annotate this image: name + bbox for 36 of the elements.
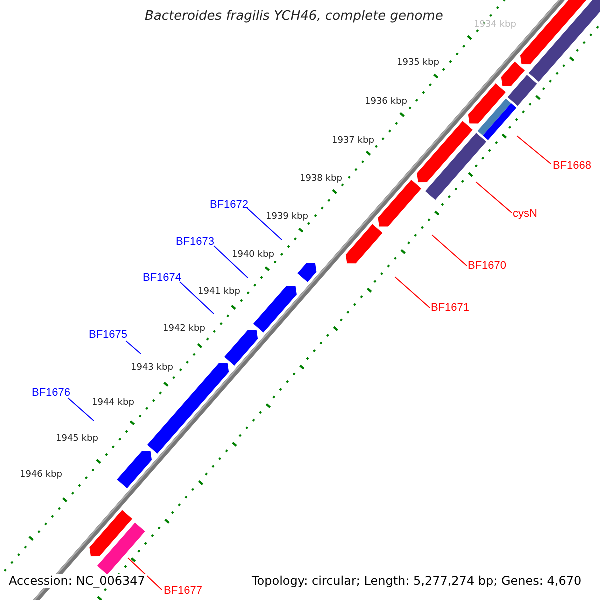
scale-label: 1946 kbp bbox=[20, 471, 62, 480]
footer-text: Accession: NC_006347 bbox=[7, 574, 148, 588]
scale-label: 1937 kbp bbox=[332, 137, 374, 146]
scale-label: 1942 kbp bbox=[163, 325, 206, 334]
scale-label: 1938 kbp bbox=[300, 175, 342, 184]
scale-label: 1940 kbp bbox=[232, 251, 274, 260]
gene-label: BF1673 bbox=[176, 236, 215, 248]
gene-label: BF1670 bbox=[468, 260, 507, 272]
footer-text: Topology: circular; Length: 5,277,274 bp; Genes: 4,670 bbox=[250, 574, 584, 588]
leader-line bbox=[516, 136, 552, 164]
leader-line bbox=[432, 234, 468, 266]
gene-label: BF1668 bbox=[553, 160, 592, 172]
leader-line bbox=[246, 208, 282, 240]
leader-line bbox=[476, 182, 512, 214]
leader-line bbox=[126, 340, 142, 354]
scale-label: 1936 kbp bbox=[365, 98, 408, 107]
title: Bacteroides fragilis YCH46, complete genome bbox=[145, 10, 444, 23]
scale-label: 1945 kbp bbox=[56, 435, 98, 444]
leader-line bbox=[128, 558, 162, 590]
scale-label: 1943 kbp bbox=[131, 364, 174, 373]
scale-label: 1939 kbp bbox=[266, 213, 308, 222]
leader-line bbox=[214, 246, 248, 278]
gene-label: BF1674 bbox=[143, 272, 182, 284]
gene-label: BF1672 bbox=[210, 199, 249, 211]
gene-label: cysN bbox=[513, 208, 538, 220]
gene-label: BF1676 bbox=[32, 387, 71, 399]
scale-label: 1944 kbp bbox=[92, 399, 134, 408]
scale-label: 1934 kbp bbox=[474, 21, 516, 30]
gene-label: BF1671 bbox=[431, 302, 470, 314]
leader-line bbox=[68, 398, 94, 422]
gene-label: BF1677 bbox=[164, 585, 203, 597]
scale-label: 1941 kbp bbox=[198, 288, 240, 297]
scale-label: 1935 kbp bbox=[397, 59, 440, 68]
leader-line bbox=[394, 276, 430, 308]
gene-label: BF1675 bbox=[89, 329, 128, 341]
leader-line bbox=[180, 282, 214, 314]
